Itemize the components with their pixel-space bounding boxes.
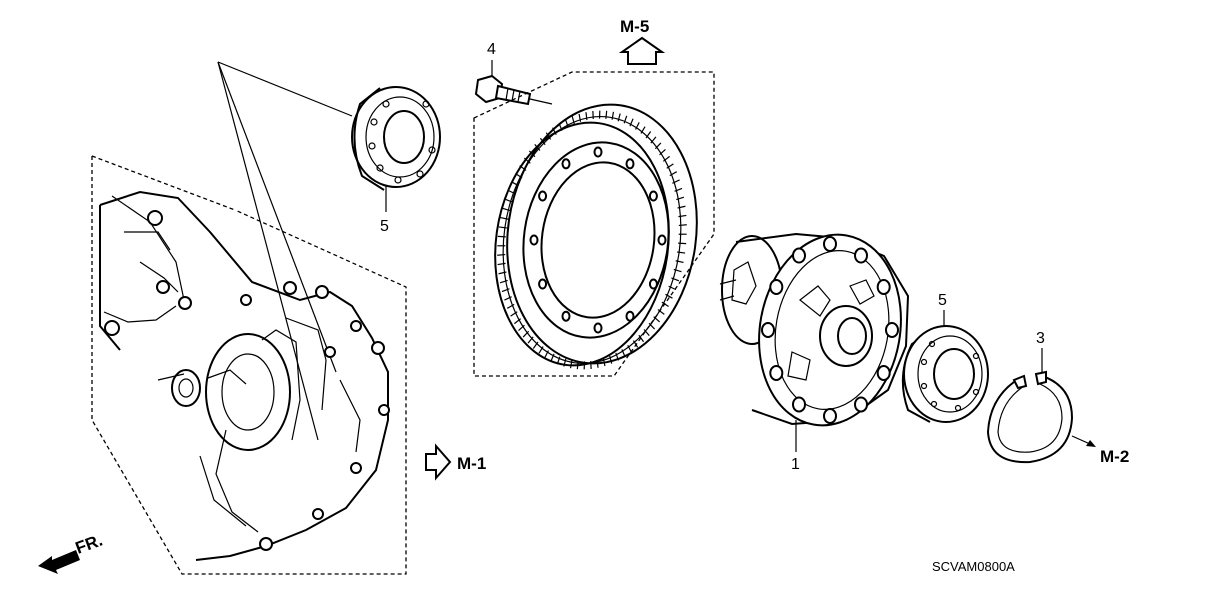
part-5-top-label: 5 bbox=[380, 218, 389, 235]
bearing-right: 5 bbox=[901, 292, 989, 423]
part-4-label: 4 bbox=[487, 41, 496, 58]
arrow-up-icon bbox=[618, 36, 666, 65]
ref-m5-label: M-5 bbox=[620, 17, 649, 36]
m1-reference: M-1 bbox=[425, 443, 486, 481]
front-indicator: FR. bbox=[38, 531, 105, 574]
ref-m2-label: M-2 bbox=[1100, 447, 1129, 466]
snap-ring: 3 bbox=[986, 330, 1074, 464]
m2-reference: M-2 bbox=[1071, 435, 1129, 466]
arrow-right-icon bbox=[425, 443, 452, 481]
part-5-right-label: 5 bbox=[938, 292, 947, 309]
part-1-label: 1 bbox=[791, 456, 800, 473]
differential-carrier: 1 bbox=[719, 232, 910, 473]
front-indicator-label: FR. bbox=[73, 531, 105, 558]
part-3-label: 3 bbox=[1036, 330, 1045, 347]
bearing-top: 5 bbox=[351, 86, 441, 235]
bolt-part-4: 4 bbox=[474, 41, 553, 106]
ref-m1-label: M-1 bbox=[457, 454, 486, 473]
front-arrow-icon bbox=[38, 550, 80, 574]
m5-reference: M-5 bbox=[618, 17, 666, 65]
transmission-housing bbox=[91, 61, 407, 575]
diagram-code: SCVAM0800A bbox=[932, 559, 1015, 574]
final-driven-gear bbox=[473, 71, 715, 377]
arrow-icon bbox=[1086, 440, 1096, 447]
